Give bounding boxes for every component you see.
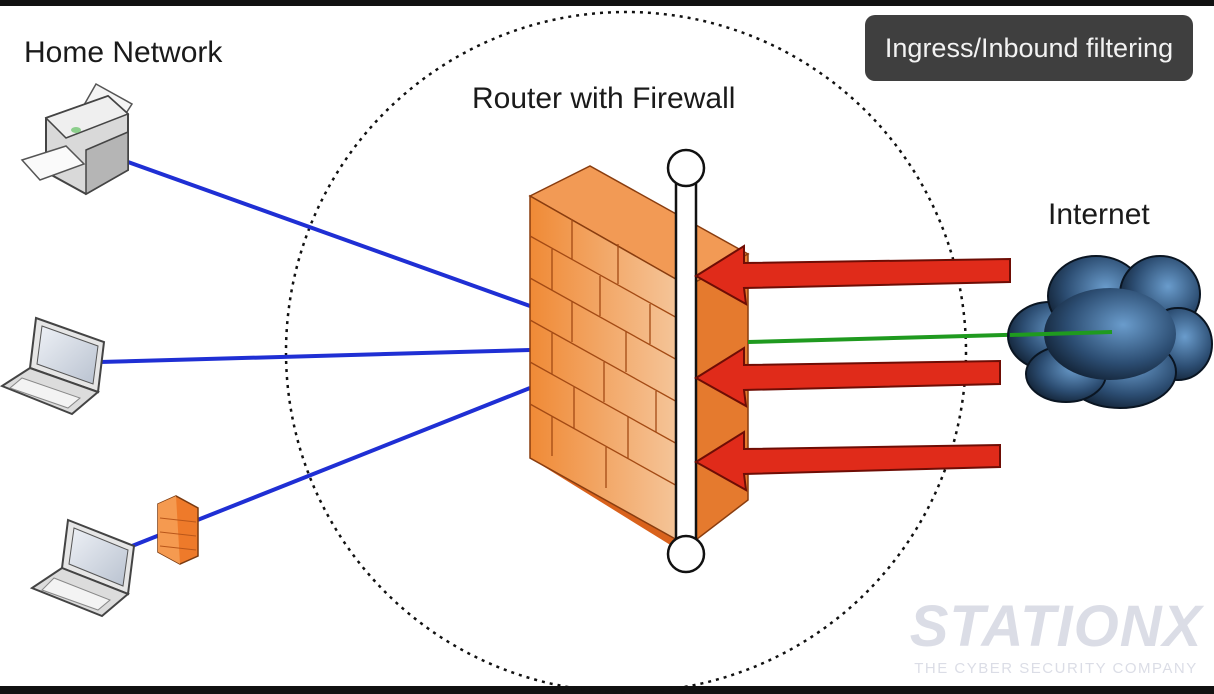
personal-firewall-icon <box>157 495 199 565</box>
allowed-traffic-link-end <box>1009 330 1113 337</box>
link-printer <box>127 160 531 308</box>
blocked-arrow-3 <box>694 430 1001 492</box>
blocked-arrow-2 <box>694 346 1001 408</box>
brand-watermark: STATIONX THE CYBER SECURITY COMPANY <box>898 596 1214 686</box>
brand-logo: STATIONX <box>909 594 1203 659</box>
internet-label: Internet <box>1048 198 1150 231</box>
brand-tagline: THE CYBER SECURITY COMPANY <box>914 660 1198 677</box>
router-boundary <box>284 10 968 694</box>
firewall-icon <box>528 165 750 548</box>
home-network-label: Home Network <box>24 36 223 69</box>
laptop-icon <box>0 316 106 416</box>
router-label: Router with Firewall <box>472 82 736 115</box>
printer-icon <box>20 82 134 196</box>
ingress-filtering-badge: Ingress/Inbound filtering <box>865 15 1193 81</box>
router-interface <box>666 148 706 574</box>
blocked-arrow-1 <box>694 244 1011 306</box>
laptop-icon <box>29 518 136 618</box>
link-laptop-1 <box>99 348 531 364</box>
